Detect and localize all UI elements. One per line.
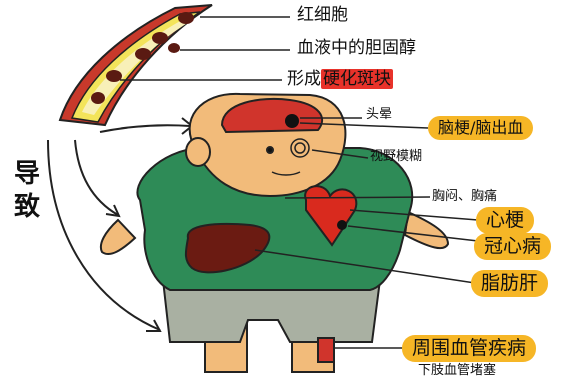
label-red-blood-cells: 红细胞 <box>297 5 348 25</box>
leads-to-char-2: 致 <box>13 191 40 222</box>
label-plaque-highlight: 硬化斑块 <box>321 69 393 89</box>
label-lower-limb: 下肢血管堵塞 <box>418 363 497 378</box>
label-peripheral-vascular: 周围血管疾病 <box>402 335 537 362</box>
label-plaque: 形成硬化斑块 <box>287 69 393 89</box>
label-chest-pain: 胸闷、胸痛 <box>432 189 498 204</box>
label-cholesterol: 血液中的胆固醇 <box>297 38 416 58</box>
label-plaque-prefix: 形成 <box>287 69 321 89</box>
label-coronary-disease: 冠心病 <box>474 233 552 260</box>
label-blurred-vision: 视野模糊 <box>370 149 423 164</box>
leads-to-text: 导 致 <box>12 158 42 223</box>
cartoon-man-icon <box>99 92 450 373</box>
label-stroke: 脑梗/脑出血 <box>428 116 534 140</box>
label-dizziness: 头晕 <box>366 107 393 122</box>
leads-to-char-1: 导 <box>13 159 40 189</box>
label-fatty-liver: 脂肪肝 <box>471 270 549 297</box>
label-myocardial-infarction: 心梗 <box>476 207 535 234</box>
blood-vessel-icon <box>58 4 213 127</box>
